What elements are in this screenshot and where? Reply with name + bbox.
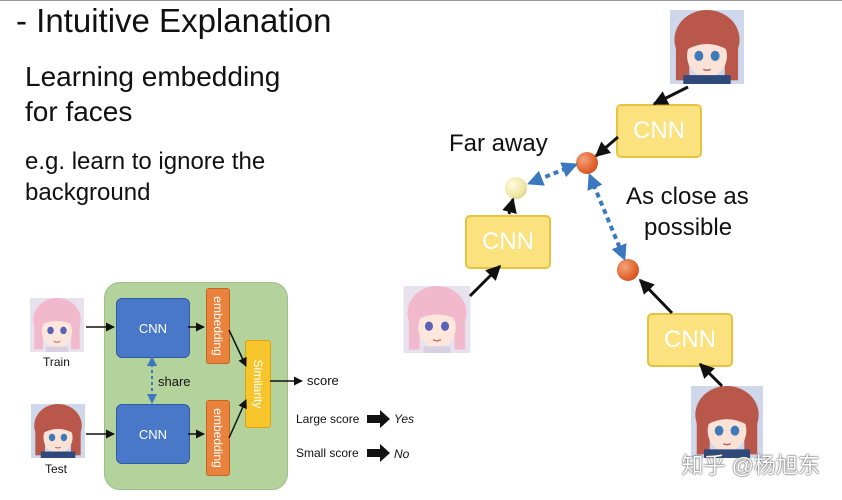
cnn-block-train: CNN	[116, 298, 190, 358]
large-score-label: Large score	[296, 412, 360, 426]
arrow-cnn-top-to-point	[594, 135, 619, 158]
small-score-result: No	[394, 447, 410, 461]
cnn-block-test: CNN	[116, 404, 190, 464]
similarity-label: Similarity	[251, 359, 265, 409]
example-line-1: e.g. learn to ignore the	[25, 148, 266, 175]
train-face-image	[29, 298, 85, 352]
cnn-block-right-bottom: CNN	[647, 313, 733, 367]
top-rule	[0, 0, 842, 1]
subtitle-line-2: for faces	[25, 96, 133, 127]
arrow-face-to-cnn-top	[652, 85, 689, 106]
close-label-line-2: possible	[644, 214, 733, 241]
embedding-label-train: embedding	[211, 296, 225, 356]
example-line-2: background	[25, 179, 151, 206]
far-away-label: Far away	[449, 130, 548, 157]
test-label: Test	[45, 462, 68, 476]
slide-title: - Intuitive Explanation	[16, 2, 332, 39]
similarity-block: Similarity	[245, 340, 271, 428]
arrow-face-to-cnn-bottom	[698, 362, 724, 388]
far-away-dashed-arrow	[527, 162, 578, 186]
watermark: 知乎 @杨旭东	[681, 453, 820, 478]
cnn-block-right-top: CNN	[616, 104, 702, 158]
share-label: share	[158, 374, 191, 389]
small-score-arrow-icon	[367, 444, 390, 462]
large-score-result: Yes	[394, 412, 415, 426]
right-top-face-image	[669, 10, 745, 84]
close-dashed-arrow	[587, 173, 627, 261]
embedding-block-test: embedding	[206, 400, 230, 476]
large-score-arrow-icon	[367, 410, 390, 428]
embedding-point-bottom	[617, 259, 639, 281]
embedding-point-left	[505, 177, 527, 199]
embedding-point-top	[576, 152, 598, 174]
arrow-cnn-bottom-to-point	[638, 278, 674, 315]
embedding-block-train: embedding	[206, 288, 230, 364]
arrow-cnn-left-to-point	[502, 197, 517, 215]
embedding-label-test: embedding	[211, 408, 225, 468]
train-label: Train	[43, 355, 70, 369]
cnn-block-right-left: CNN	[465, 215, 551, 269]
close-label-line-1: As close as	[626, 183, 749, 210]
right-left-face-image	[402, 286, 472, 353]
subtitle-line-1: Learning embedding	[25, 61, 281, 92]
score-label: score	[307, 373, 339, 388]
small-score-label: Small score	[296, 446, 359, 460]
test-face-image	[30, 404, 86, 458]
